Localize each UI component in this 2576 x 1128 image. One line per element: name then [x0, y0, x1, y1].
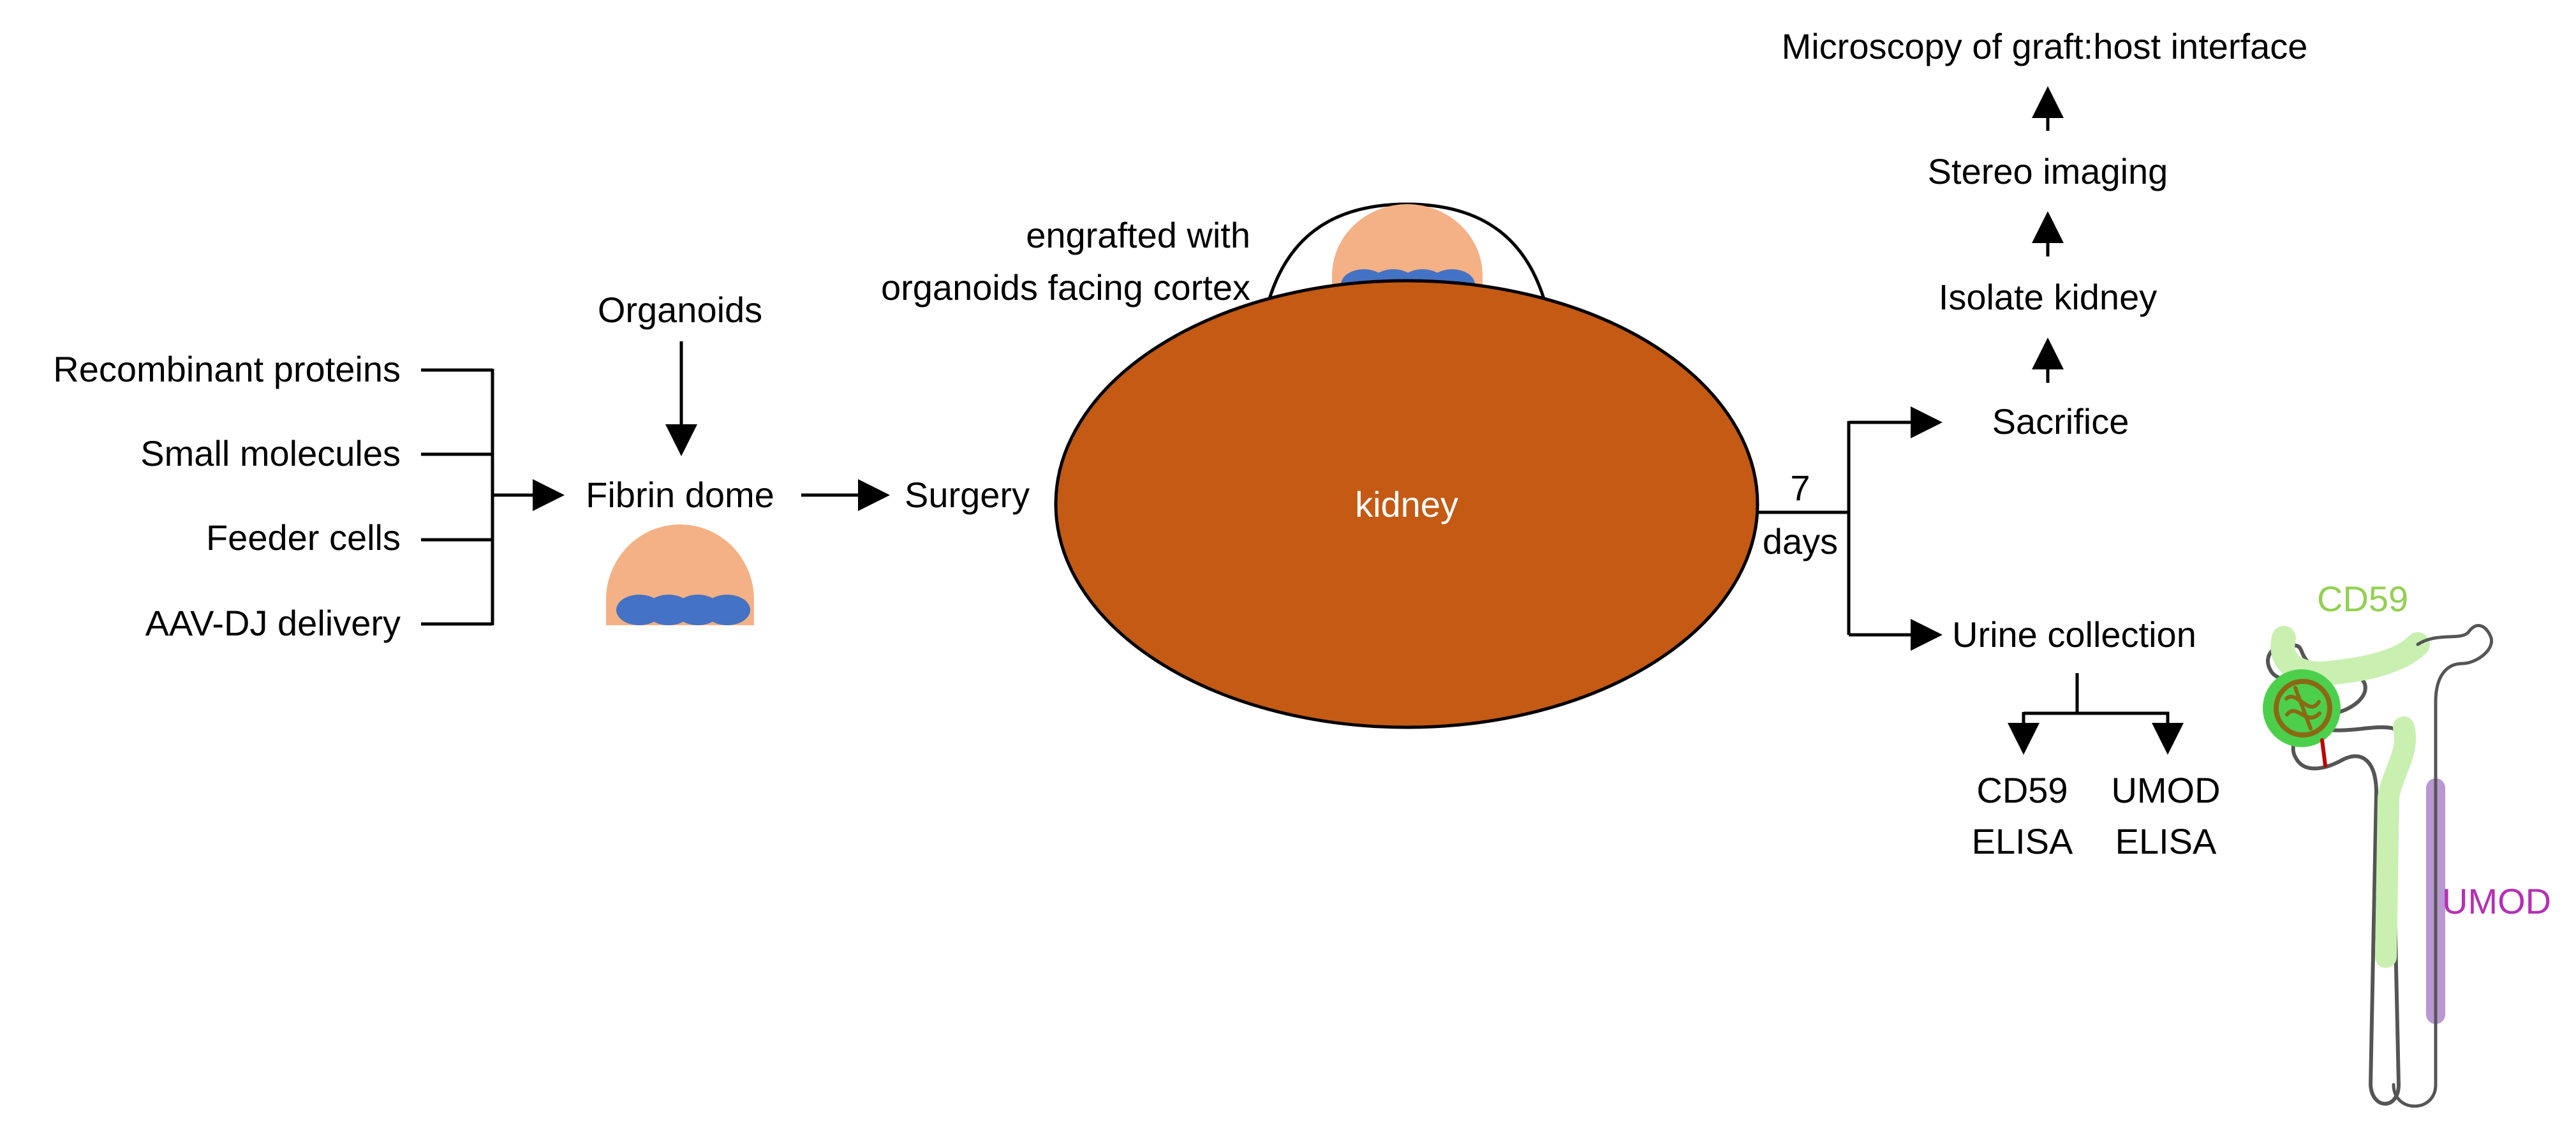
glomerulus-capillaries: [2284, 686, 2321, 731]
urine-split-connector: [2024, 673, 2169, 715]
nephron-umod-label: UMOD: [2442, 881, 2551, 921]
cd59-proximal-segment: [2270, 626, 2430, 686]
stereo-imaging-label: Stereo imaging: [1928, 151, 2168, 191]
kidney-label: kidney: [1355, 484, 1458, 524]
umod-elisa-line2: ELISA: [2115, 821, 2217, 861]
organoids-label: Organoids: [598, 290, 762, 330]
time-branch-connector: [1758, 421, 1851, 635]
microscopy-label: Microscopy of graft:host interface: [1782, 26, 2308, 66]
sacrifice-label: Sacrifice: [1992, 401, 2129, 442]
engraft-label-line1: engrafted with: [1026, 215, 1250, 255]
engraft-label-line2: organoids facing cortex: [881, 267, 1250, 308]
glomerulus: [2274, 679, 2332, 738]
fibrin-dome-illustration: [606, 524, 754, 625]
distal-tubule: [2392, 623, 2493, 1108]
kidney-shape: [1054, 279, 1759, 729]
umod-elisa-line1: UMOD: [2111, 770, 2220, 810]
surgery-label: Surgery: [905, 475, 1030, 515]
cd59-elisa-line1: CD59: [1976, 770, 2068, 810]
nephron-cd59-label: CD59: [2317, 579, 2408, 619]
fibrin-dome-label: Fibrin dome: [586, 475, 774, 515]
input-merge-bracket: [421, 368, 494, 626]
input-aav-dj-delivery: AAV-DJ delivery: [145, 603, 401, 643]
input-recombinant-proteins: Recombinant proteins: [53, 349, 401, 389]
input-small-molecules: Small molecules: [140, 433, 401, 473]
input-feeder-cells: Feeder cells: [206, 517, 401, 558]
afferent-arteriole: [2320, 738, 2327, 768]
isolate-kidney-label: Isolate kidney: [1939, 277, 2157, 317]
graft-capsule-outline: [1262, 202, 1551, 318]
time-unit: days: [1763, 521, 1838, 561]
organoid-cell: [704, 595, 750, 625]
nephron-illustration: [2263, 623, 2493, 1108]
time-number: 7: [1790, 468, 1810, 508]
urine-collection-label: Urine collection: [1952, 614, 2196, 655]
cd59-elisa-line2: ELISA: [1972, 821, 2073, 861]
cd59-loop-segment: [2375, 716, 2417, 968]
